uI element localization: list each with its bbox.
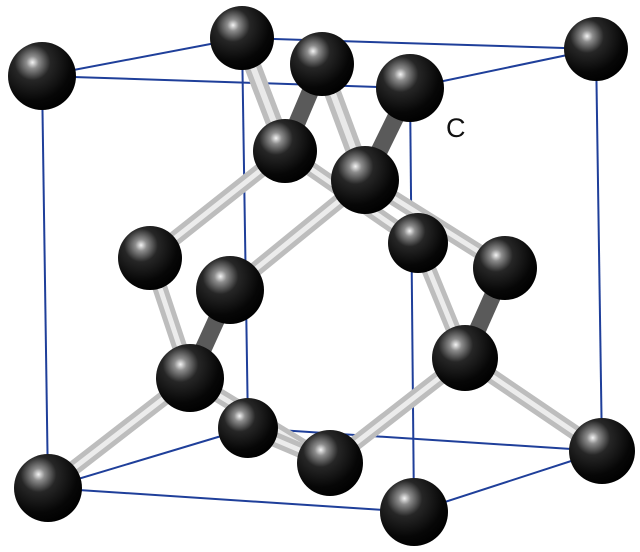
atoms xyxy=(8,6,635,546)
cell-edge xyxy=(241,37,597,50)
carbon-atom xyxy=(473,236,537,300)
carbon-atom xyxy=(196,256,264,324)
cell-edge xyxy=(241,37,249,429)
carbon-atom xyxy=(210,6,274,70)
atom-label: C xyxy=(446,113,466,143)
carbon-atom xyxy=(432,325,498,391)
cell-edge xyxy=(409,87,415,513)
carbon-atom xyxy=(290,32,354,96)
cell-edge xyxy=(47,487,415,513)
carbon-atom xyxy=(388,213,448,273)
carbon-atom xyxy=(253,119,317,183)
carbon-atom xyxy=(376,54,444,122)
carbon-atom xyxy=(14,454,82,522)
carbon-atom xyxy=(297,430,363,496)
carbon-atom xyxy=(569,418,635,484)
carbon-atom xyxy=(156,344,224,412)
cell-edge xyxy=(47,427,249,489)
carbon-atom xyxy=(8,42,76,110)
carbon-atom xyxy=(564,17,628,81)
carbon-atom xyxy=(218,398,278,458)
carbon-atom xyxy=(380,478,448,546)
carbon-atom xyxy=(118,226,182,290)
carbon-atom xyxy=(331,146,399,214)
cell-edge xyxy=(41,75,49,489)
cell-edge xyxy=(247,427,603,452)
cell-edge xyxy=(41,75,411,89)
cell-edge xyxy=(595,48,603,452)
